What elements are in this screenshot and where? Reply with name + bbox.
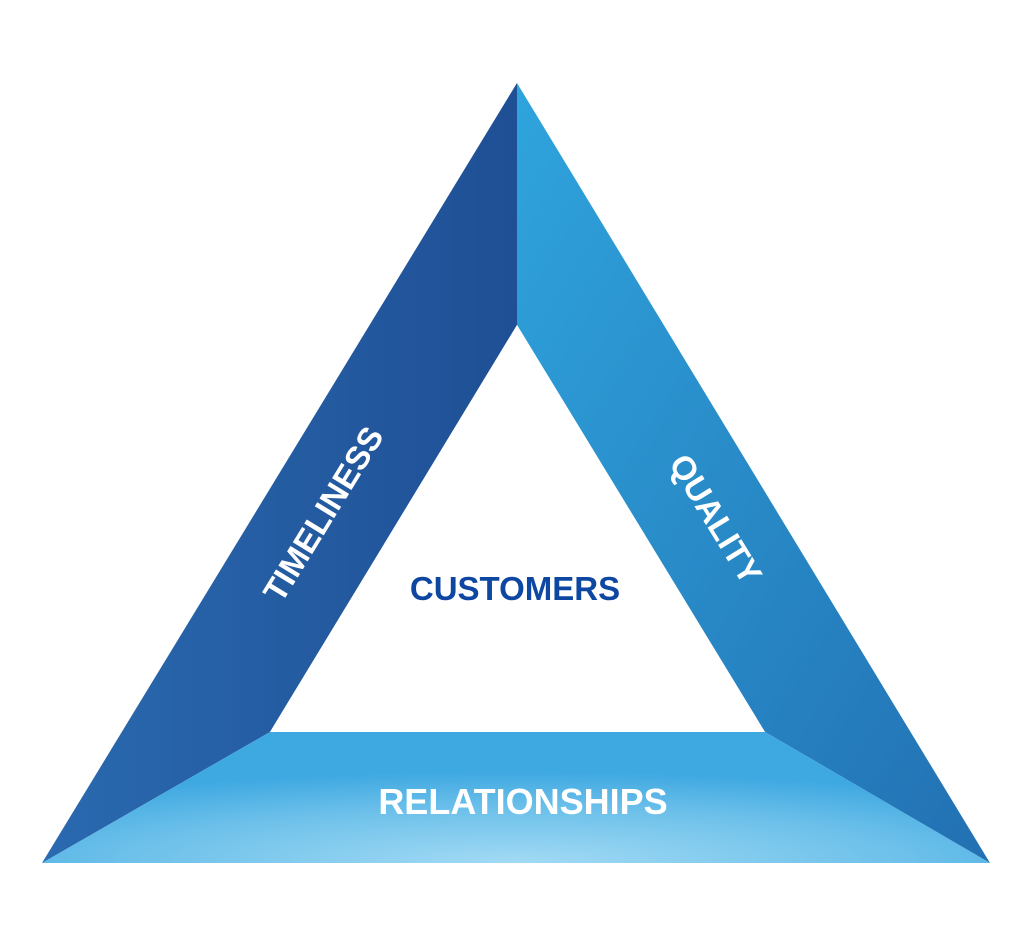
side-quality [517,83,990,863]
side-timeliness [42,83,517,863]
relationships-label: RELATIONSHIPS [378,781,667,822]
side-relationships [42,732,990,863]
center-area [270,325,765,732]
customers-label: CUSTOMERS [410,570,620,607]
